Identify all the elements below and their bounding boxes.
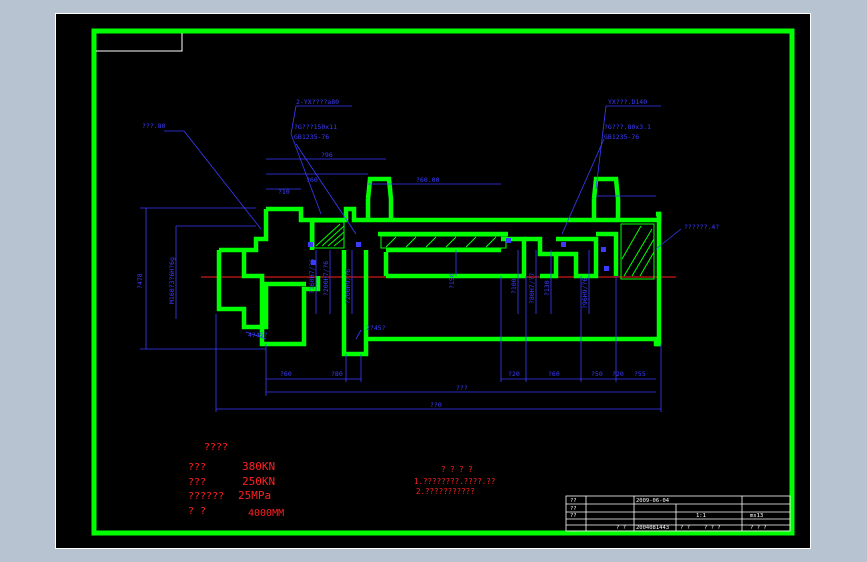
tb-r4: ? ? (616, 525, 626, 531)
spec-label-1: ??? (188, 462, 206, 473)
spec-value-2: 250KN (242, 475, 275, 488)
dim-d1: ?160H7/?6 (308, 259, 316, 294)
tb-sheet: ? ? ? (750, 525, 767, 531)
spec-label-3: ?????? (188, 491, 224, 502)
dim-bot-a: ?60 (280, 370, 292, 378)
dimension-lines (140, 105, 682, 412)
dim-top-e: ?60.00 (416, 176, 440, 184)
dim-top-b: ?96 (321, 151, 333, 159)
dim-left-thread: M160?3?6H?6g (168, 257, 176, 304)
dim-chamfer-left: 4?45? (248, 331, 268, 339)
dim-stroke: ??? (456, 384, 468, 392)
cad-drawing: ???.80 2-YX????a80 ?G???150x11 GB1235-76… (91, 28, 795, 536)
technical-requirements: ? ? ? ? 1.????????.????.?? 2.??????????? (414, 465, 495, 496)
cylinder-outline (216, 176, 662, 357)
dim-bot-b: ?80 (331, 370, 343, 378)
tb-r7: ? ? ? (704, 525, 721, 531)
dim-d7: ?96H9/?6 (581, 278, 589, 309)
requirements-heading: ? ? ? ? (441, 465, 473, 474)
spec-value-3: 25MPa (238, 489, 271, 502)
callout-port-left: 2-YX????a80 (296, 98, 339, 106)
specs-table: ???? ??? 380KN ??? 250KN ?????? 25MPa ? … (188, 442, 284, 519)
corner-box (96, 33, 183, 52)
specs-heading: ???? (204, 442, 228, 453)
dim-bot-g: ?55 (634, 370, 646, 378)
dim-bot-e: ?50 (591, 370, 603, 378)
drawing-sheet: ???.80 2-YX????a80 ?G???150x11 GB1235-76… (55, 13, 811, 549)
callout-seal-left-std: GB1235-76 (294, 133, 329, 141)
dim-bot-d: ?60 (548, 370, 560, 378)
dim-overall: ??0 (430, 401, 442, 409)
dim-shaft-dia: ?150 (448, 273, 456, 289)
tb-r3: ?? (570, 513, 577, 519)
callout-seal-left: ?G???150x11 (294, 123, 337, 131)
dim-d4: ?100 (510, 278, 518, 294)
spec-label-4: ? ? (188, 506, 206, 517)
dim-left-total-height: ?478 (136, 273, 144, 289)
seal-marks (308, 238, 609, 271)
tb-scale: 1:1 (696, 513, 706, 519)
tb-r1: ?? (570, 498, 577, 504)
dim-top-c: ?60 (306, 176, 318, 184)
dim-d2: ?200H7/?6 (322, 261, 330, 296)
tb-part-no: ms13 (750, 513, 763, 519)
spec-value-4: 4000MM (248, 508, 284, 519)
requirement-1: 1.????????.????.?? (414, 477, 495, 486)
spec-value-1: 380KN (242, 460, 275, 473)
callout-port-right: YX???.D140 (608, 98, 647, 106)
requirement-2: 2.??????????? (416, 487, 475, 496)
callout-seal-right-std: GB1235-76 (604, 133, 639, 141)
dimension-text: ???.80 2-YX????a80 ?G???150x11 GB1235-76… (136, 98, 719, 409)
dim-d6: ?130 (543, 280, 551, 296)
dim-chamfer-mid: 2?45? (366, 324, 386, 332)
tb-r6: ? ? (680, 525, 690, 531)
dim-d3: ?200H9/?6 (344, 269, 352, 304)
dim-bot-f: ?20 (612, 370, 624, 378)
section-hatch (313, 221, 655, 280)
dim-top-d: ?10 (278, 188, 290, 196)
title-block (565, 495, 791, 532)
callout-seal-right: ?G???.80x3.1 (604, 123, 651, 131)
spec-label-2: ??? (188, 477, 206, 488)
drawing-frame (91, 28, 795, 536)
callout-left-top: ???.80 (142, 122, 166, 130)
title-block-text: ?? 2009-06-04 ?? 1:1 ms13 ?? ? ? 2004081… (570, 498, 767, 531)
tb-date: 2009-06-04 (636, 498, 670, 504)
dim-bot-c: ?20 (508, 370, 520, 378)
dim-d5: ?80H7/?7 (528, 273, 536, 304)
tb-r5: 2004081443 (636, 525, 669, 531)
callout-right-label: ??????.4? (684, 223, 719, 231)
tb-r2: ?? (570, 506, 577, 512)
